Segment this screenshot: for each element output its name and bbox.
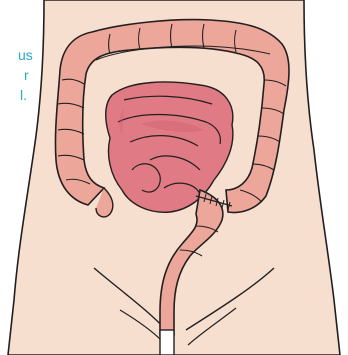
caption-line-3: l. xyxy=(20,87,27,103)
midline-channel xyxy=(160,330,174,355)
caption-line-1: us xyxy=(18,47,33,63)
caption-line-2: r xyxy=(24,67,29,83)
